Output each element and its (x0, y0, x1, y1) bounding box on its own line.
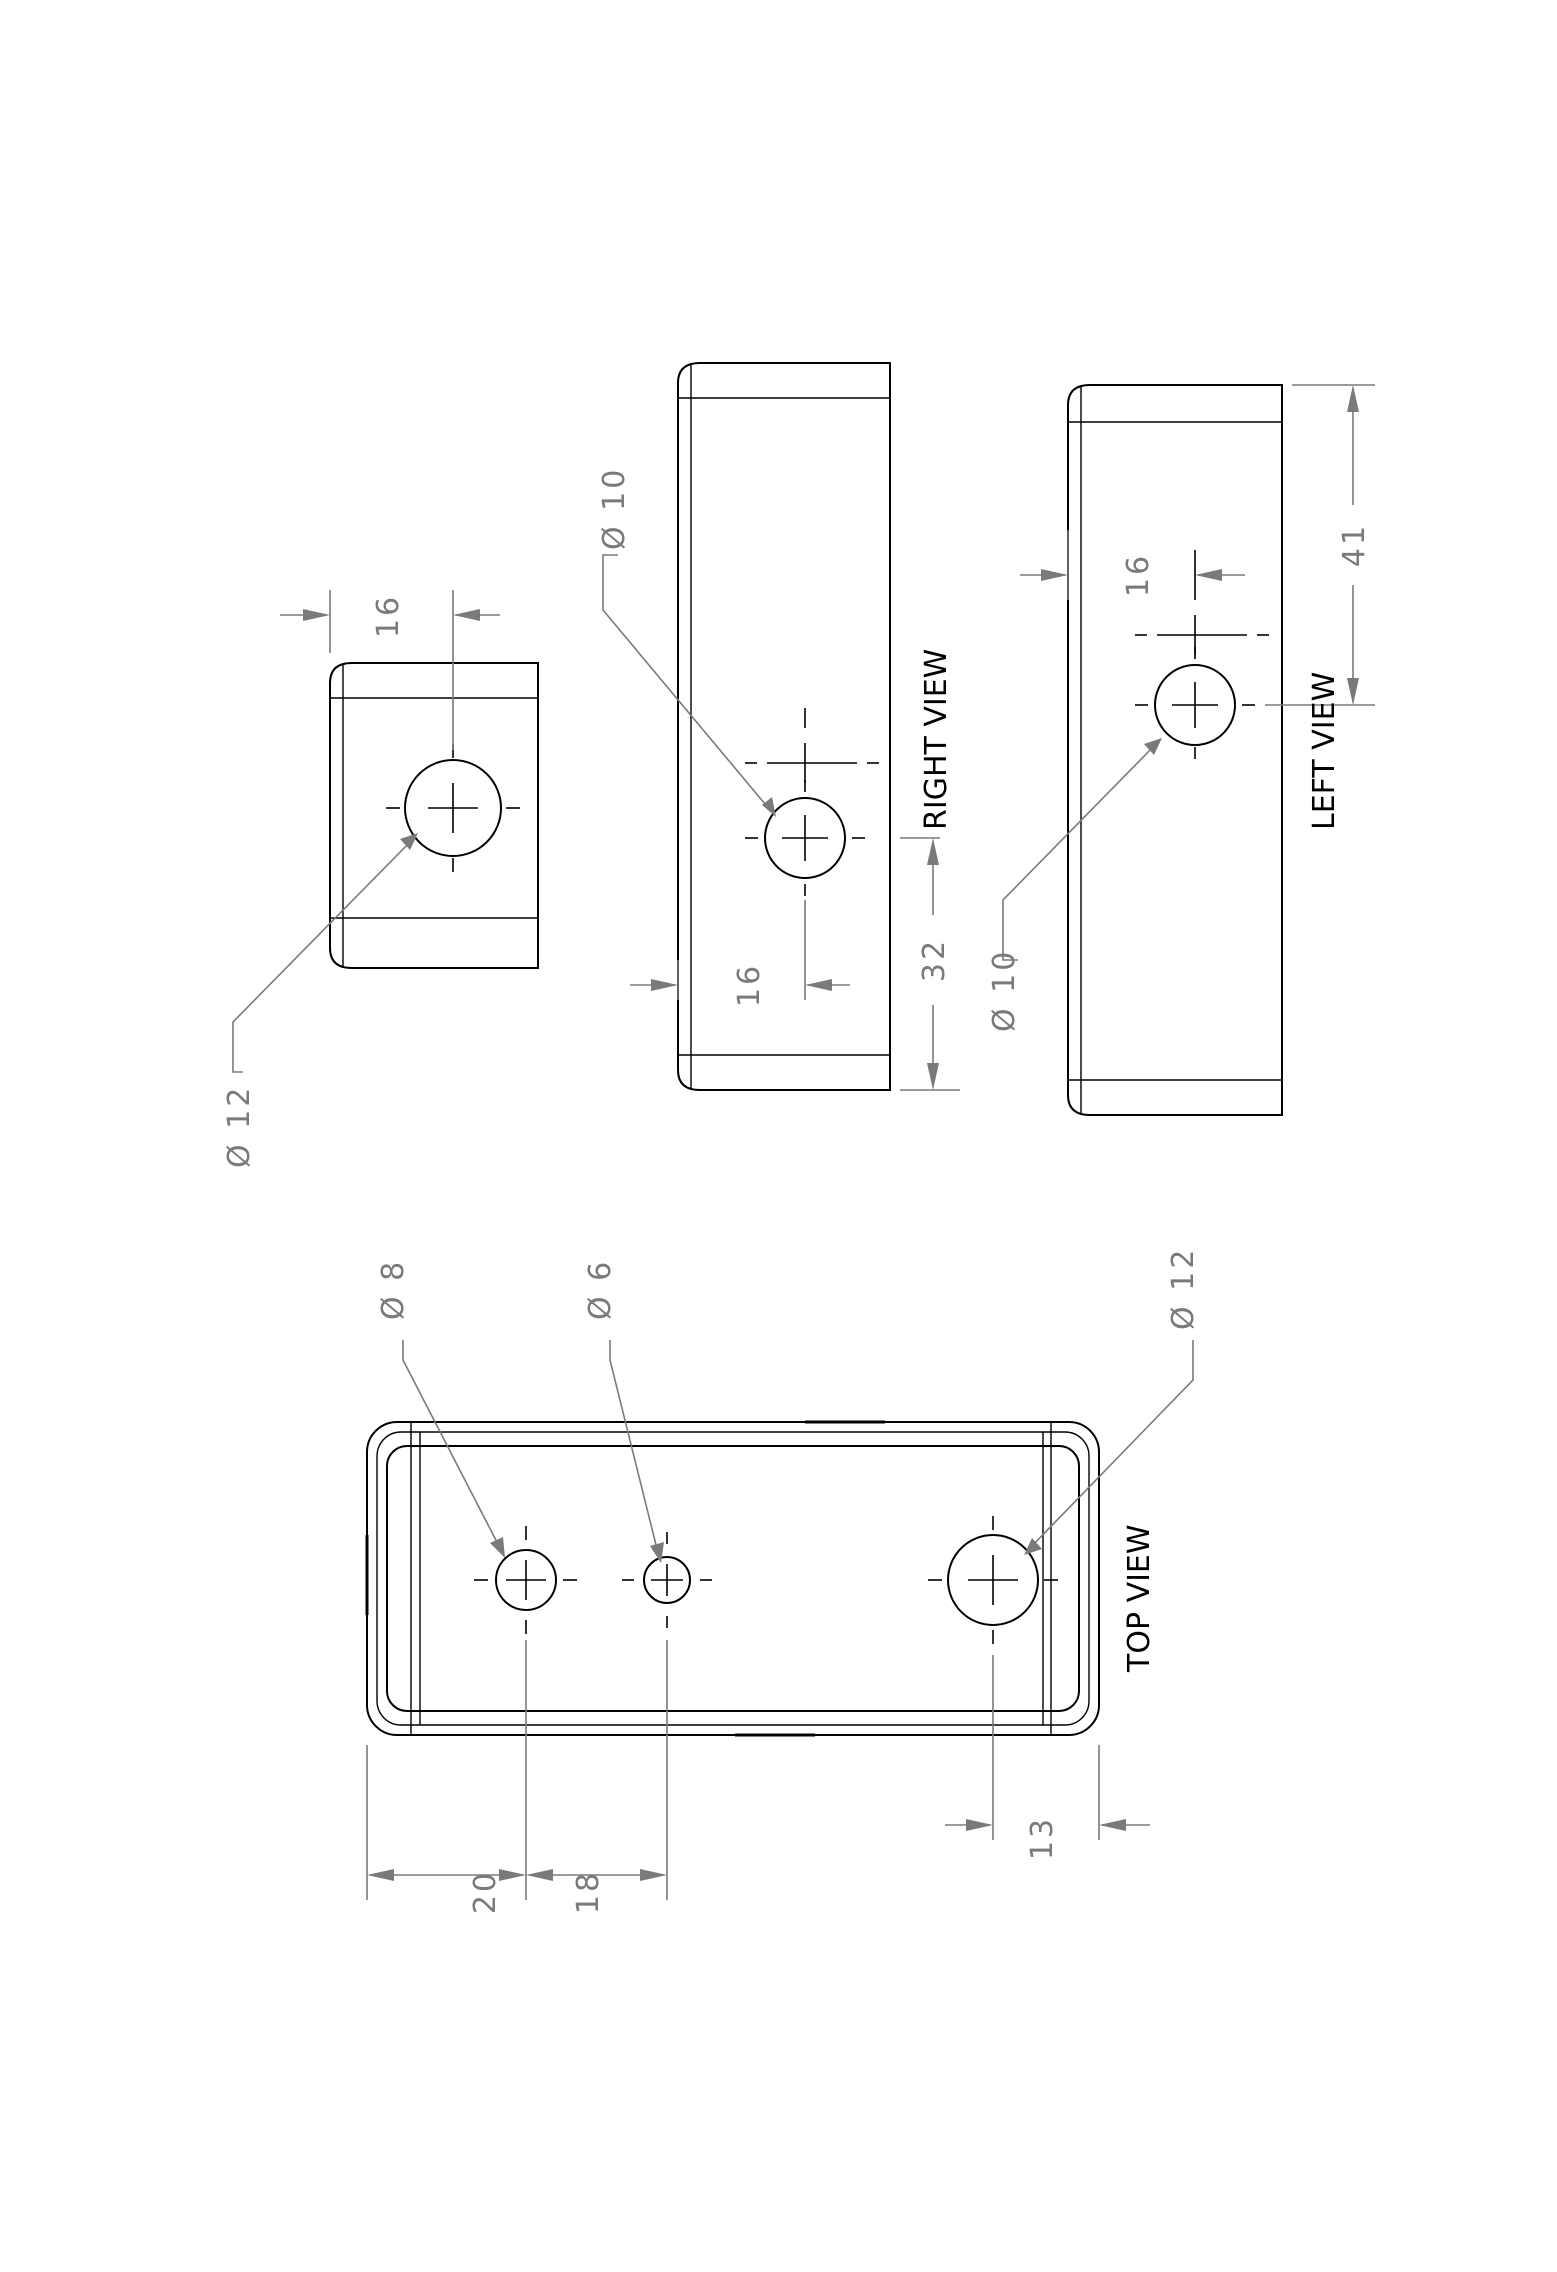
top-view-outer-lip (376, 1431, 1090, 1726)
top-view-hole-d12 (928, 1516, 1058, 1644)
top-view-outer-outline (366, 1421, 1100, 1736)
front-view (232, 590, 539, 1073)
top-view-dim-18: 18 (571, 1870, 606, 1914)
right-view-title: RIGHT VIEW (919, 649, 954, 830)
top-view-d6-label: Ø 6 (583, 1259, 618, 1320)
right-view-d10-label: Ø 10 (597, 467, 632, 550)
right-view-dim-32: 32 (917, 938, 952, 982)
left-view-d10-label: Ø 10 (987, 949, 1022, 1032)
left-view-outline (1067, 384, 1283, 1116)
left-view (1002, 384, 1375, 1116)
top-view-dim-20: 20 (468, 1870, 503, 1914)
left-view-dim-16: 16 (1121, 553, 1156, 597)
top-view (365, 1340, 1194, 1900)
front-view-dim-16: 16 (371, 594, 406, 638)
left-view-hole-d10 (1135, 550, 1269, 759)
top-view-d12-label: Ø 12 (1166, 1247, 1201, 1330)
top-view-title: TOP VIEW (1122, 1524, 1157, 1673)
top-view-inner-outline (386, 1445, 1080, 1712)
right-view-dim-16: 16 (732, 963, 767, 1007)
top-view-d8-label: Ø 8 (376, 1259, 411, 1320)
left-view-dim-41: 41 (1337, 523, 1372, 567)
top-view-hole-d6 (622, 1532, 712, 1628)
right-view-outline (677, 362, 891, 1091)
front-view-outline (329, 662, 539, 969)
top-view-dim-13: 13 (1025, 1816, 1060, 1860)
left-view-title: LEFT VIEW (1307, 672, 1342, 830)
top-view-hole-d8 (474, 1526, 577, 1634)
right-view-hole-d10 (745, 708, 879, 896)
front-view-hole-d12 (386, 744, 520, 872)
right-view (602, 362, 960, 1091)
front-view-d12-label: Ø 12 (222, 1085, 257, 1168)
